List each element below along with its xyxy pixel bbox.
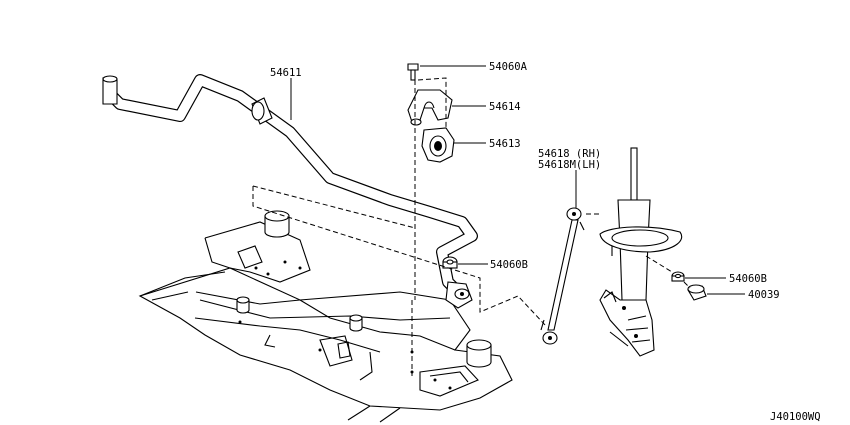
- stabilizer-link: [540, 207, 585, 345]
- clamp-bolt: [407, 63, 419, 81]
- label-stabilizer-bar: 54611: [270, 67, 302, 79]
- label-strut-cap: 40039: [748, 289, 780, 301]
- label-link-rh: 54618 (RH): [538, 148, 601, 160]
- label-strut-nut: 54060B: [729, 273, 767, 285]
- bar-bushing-left: [251, 97, 273, 125]
- label-stabilizer-bushing: 54613: [489, 138, 521, 150]
- front-subframe: [138, 210, 513, 423]
- stabilizer-bushing: [421, 127, 455, 163]
- link-nut: [442, 256, 458, 269]
- assembly-lines: [252, 77, 691, 376]
- subframe-stud-a: [236, 296, 250, 314]
- stabilizer-bar: [102, 74, 478, 300]
- subframe-mount-right: [466, 339, 492, 368]
- strut-nut: [671, 271, 685, 282]
- leader-lines: [290, 65, 745, 295]
- bar-end-right-bushing: [445, 281, 473, 309]
- subframe-stud-b: [349, 314, 363, 332]
- label-stabilizer-clamp: 54614: [489, 101, 521, 113]
- diagram-id: J40100WQ: [770, 411, 821, 423]
- subframe-mount-left: [264, 210, 290, 238]
- strut-cap: [687, 284, 707, 301]
- stabilizer-clamp: [407, 89, 453, 126]
- label-link-lh: 54618M(LH): [538, 159, 601, 171]
- strut-assembly: [599, 147, 683, 357]
- subframe-holes: [238, 260, 452, 390]
- label-link-nut: 54060B: [490, 259, 528, 271]
- label-clamp-bolt: 54060A: [489, 61, 528, 73]
